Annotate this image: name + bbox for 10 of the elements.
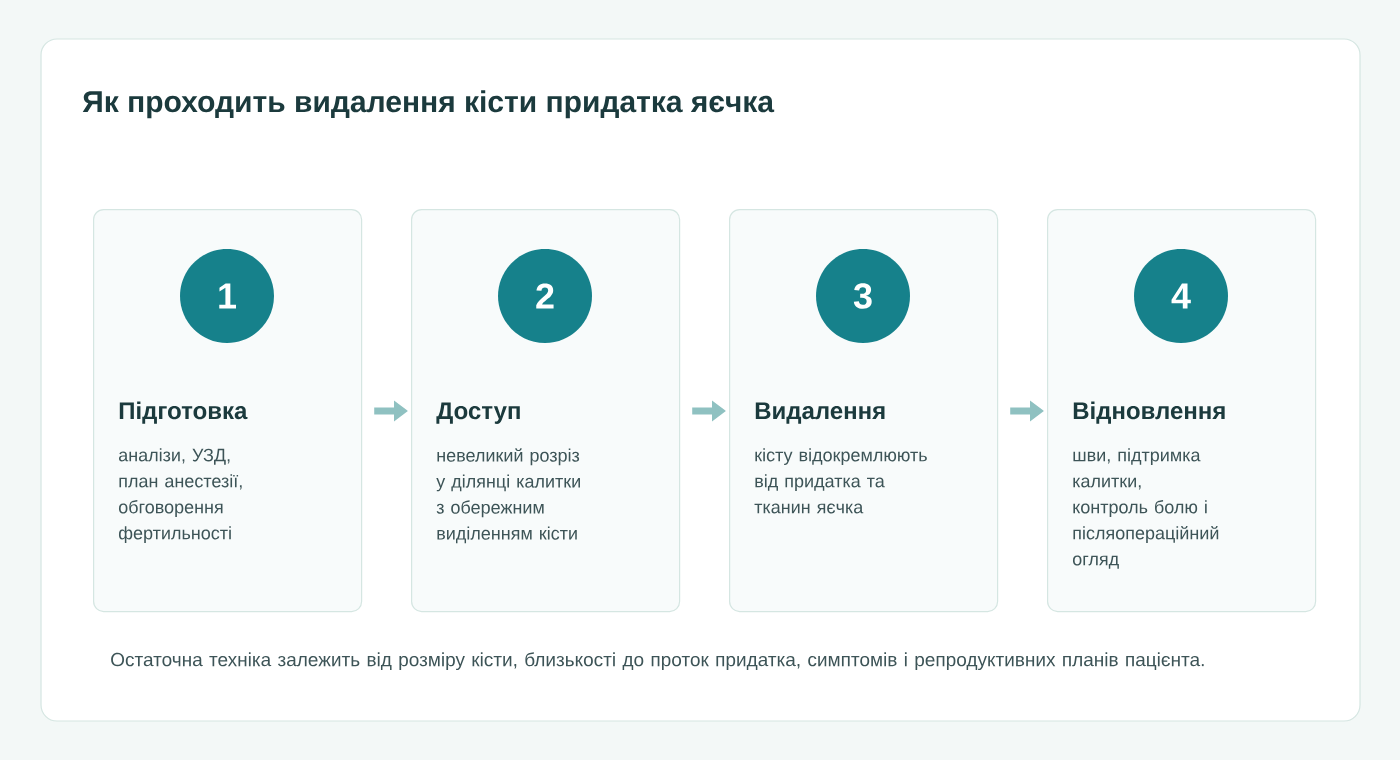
step-heading: Відновлення	[1073, 401, 1225, 424]
step-heading: Доступ	[436, 402, 520, 424]
step-description: аналізи, УЗД, план анестезії, обговорення фертильності	[118, 448, 242, 543]
title: Як проходить видалення кісти придатка яєчка	[82, 90, 775, 119]
step-description: шви, підтримка калитки, контроль болю і післяопераційний огляд	[1072, 448, 1219, 569]
step-heading: Видалення	[755, 402, 885, 424]
step-description: невеликий розріз у ділянці калитки з обережним виділенням кісти	[436, 448, 580, 544]
footnote: Остаточна техніка залежить від розміру кісти, близькості до проток придатка, симптомів і репродуктивних планів пацієнта.	[111, 652, 1204, 671]
step-heading: Підготовка	[119, 401, 248, 424]
step-description: кісту відокремлюють від придатка та тканин яєчка	[754, 448, 927, 514]
